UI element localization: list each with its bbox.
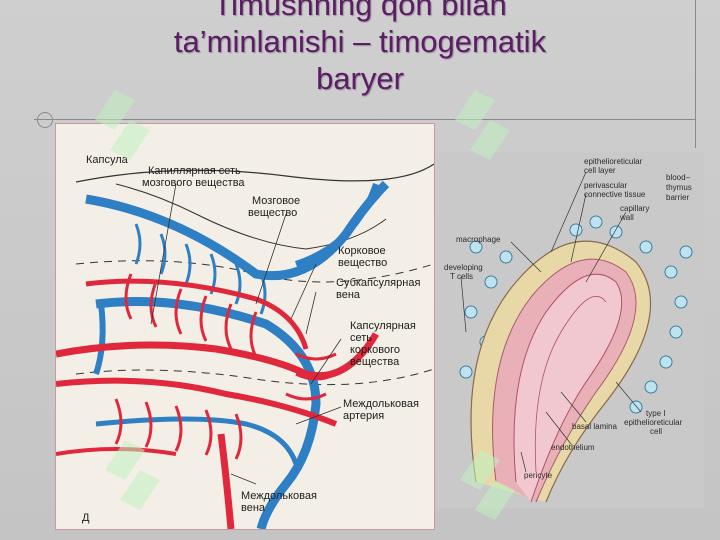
label-basal-lamina: basal lamina xyxy=(572,422,617,431)
label-capsular-net-2: сеть xyxy=(350,332,373,344)
label-developing-1: developing xyxy=(444,263,483,272)
label-cortex-1: Корковое xyxy=(338,245,386,257)
label-subcapsular-1: Субкапсулярная xyxy=(336,277,421,289)
label-barrier-2: thymus xyxy=(666,183,692,192)
blood-thymus-barrier-diagram: epithelioreticular cell layer perivascul… xyxy=(436,152,704,508)
label-interlobular-artery-2: артерия xyxy=(343,410,385,422)
label-capillary-medulla-1: Капиллярная сеть xyxy=(148,165,241,177)
label-barrier-3: barrier xyxy=(666,193,690,202)
label-capillary-wall-2: wall xyxy=(620,213,634,222)
label-cortex-2: вещество xyxy=(338,257,388,269)
label-developing-2: T cells xyxy=(450,272,473,281)
label-endothelium: endothelium xyxy=(551,443,595,452)
label-capsular-net-1: Капсулярная xyxy=(350,320,416,332)
label-interlobular-vein-1: Междольковая xyxy=(241,490,317,502)
label-type1-1: type I xyxy=(646,409,666,418)
label-perivascular-1: perivascular xyxy=(584,181,628,190)
slide-title: Timushning qon bilan ta’minlanishi – tim… xyxy=(0,0,720,97)
label-capillary-medulla-2: мозгового вещества xyxy=(142,177,245,189)
label-medulla-1: Мозговое xyxy=(252,195,301,207)
label-type1-2: epithelioreticular xyxy=(624,418,683,427)
label-perivascular-2: connective tissue xyxy=(584,190,646,199)
barrier-drawing xyxy=(459,171,693,503)
label-medulla-2: вещество xyxy=(248,207,298,219)
title-line-1: Timushning qon bilan xyxy=(213,0,507,22)
label-epithelial-layer-2: cell layer xyxy=(584,166,616,175)
label-capsular-net-4: вещества xyxy=(350,356,400,368)
label-macrophage: macrophage xyxy=(456,235,501,244)
label-capsular-net-3: коркового xyxy=(350,344,400,356)
label-capillary-wall-1: capillary xyxy=(620,204,650,213)
label-capsule: Капсула xyxy=(86,154,128,166)
decorative-vertical-line xyxy=(695,0,696,148)
title-line-3: baryer xyxy=(316,61,404,96)
label-epithelial-layer-1: epithelioreticular xyxy=(584,157,643,166)
label-type1-3: cell xyxy=(650,427,663,436)
decorative-horizontal-line xyxy=(34,119,696,120)
label-interlobular-artery-1: Междольковая xyxy=(343,398,419,410)
label-panel-letter: Д xyxy=(82,512,90,524)
title-line-2: ta’minlanishi – timogematik xyxy=(173,24,547,59)
label-pericyte: pericyte xyxy=(524,471,553,480)
label-barrier-1: blood– xyxy=(666,173,691,182)
label-subcapsular-2: вена xyxy=(336,289,361,301)
vessel-drawing xyxy=(56,163,434,529)
label-interlobular-vein-2: вена xyxy=(241,502,266,514)
decorative-circle xyxy=(37,112,53,128)
